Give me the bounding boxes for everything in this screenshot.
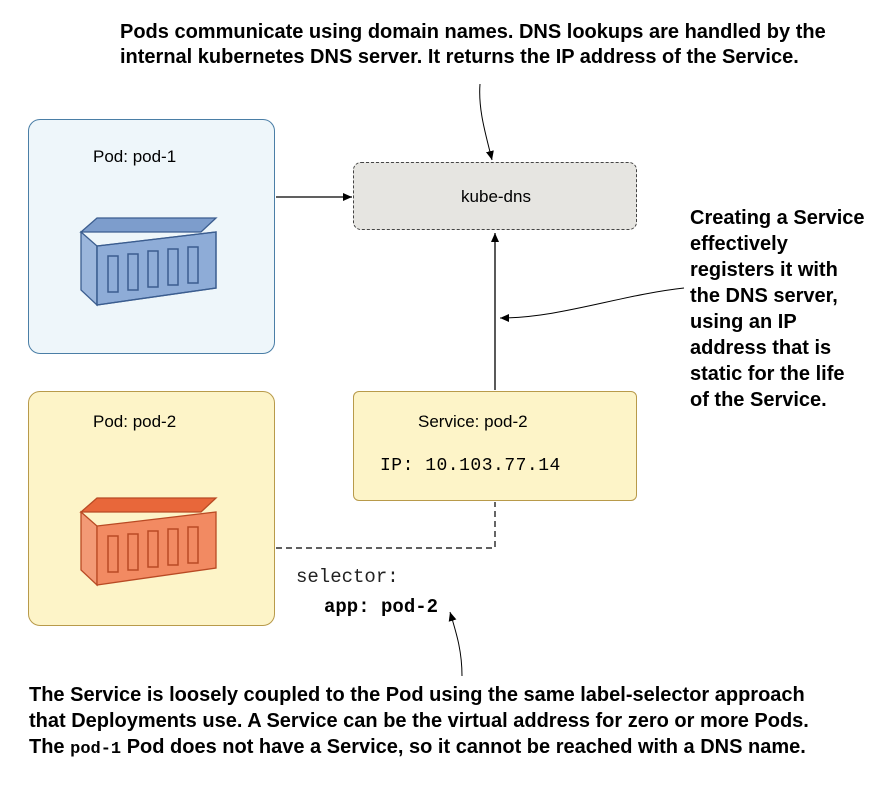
bottom-note-line1: The Service is loosely coupled to the Po… <box>29 684 805 706</box>
service-ip: IP: 10.103.77.14 <box>380 456 561 476</box>
container-icon <box>79 497 218 587</box>
right-note-line: effectively <box>690 233 788 255</box>
pod-1-label: Pod: pod-1 <box>93 147 177 166</box>
bottom-note-line3-b: Pod does not have a Service, so it canno… <box>121 736 806 758</box>
top-note-line1: Pods communicate using domain names. DNS… <box>120 21 826 43</box>
right-note-line: Creating a Service <box>690 207 865 229</box>
pod-1-box: Pod: pod-1 <box>28 119 275 354</box>
bottom-note-line2: that Deployments use. A Service can be t… <box>29 710 809 732</box>
top-note-line2: internal kubernetes DNS server. It retur… <box>120 46 799 68</box>
bottom-note-line3: The pod-1 Pod does not have a Service, s… <box>29 734 889 763</box>
service-label: Service: pod-2 <box>418 412 528 431</box>
bottom-note-line3-a: The <box>29 736 71 758</box>
bottom-note-pointer <box>448 611 463 677</box>
right-note-line: of the Service. <box>690 389 827 411</box>
right-note-line: static for the life <box>690 363 845 385</box>
bottom-note: The Service is loosely coupled to the Po… <box>29 682 889 763</box>
selector-line2: app: pod-2 <box>324 596 439 618</box>
pod-2-label: Pod: pod-2 <box>93 412 177 431</box>
right-note-line: using an IP <box>690 311 797 333</box>
right-note-line: the DNS server, <box>690 285 838 307</box>
selector-line1: selector: <box>296 566 399 588</box>
top-note: Pods communicate using domain names. DNS… <box>120 20 880 70</box>
right-note-line: address that is <box>690 337 832 359</box>
right-note: Creating a Service effectively registers… <box>690 205 890 413</box>
right-note-pointer <box>499 287 685 322</box>
top-note-pointer <box>479 83 494 161</box>
service-box: Service: pod-2 IP: 10.103.77.14 <box>353 391 637 501</box>
kube-dns-box: kube-dns <box>353 162 637 230</box>
container-icon <box>79 217 218 307</box>
bottom-note-code: pod-1 <box>70 740 122 759</box>
selector-text: selector: app: pod-2 <box>296 562 438 622</box>
pod-2-box: Pod: pod-2 <box>28 391 275 626</box>
kube-dns-label: kube-dns <box>461 187 531 206</box>
selector-dashed-line <box>276 502 496 549</box>
right-note-line: registers it with <box>690 259 838 281</box>
